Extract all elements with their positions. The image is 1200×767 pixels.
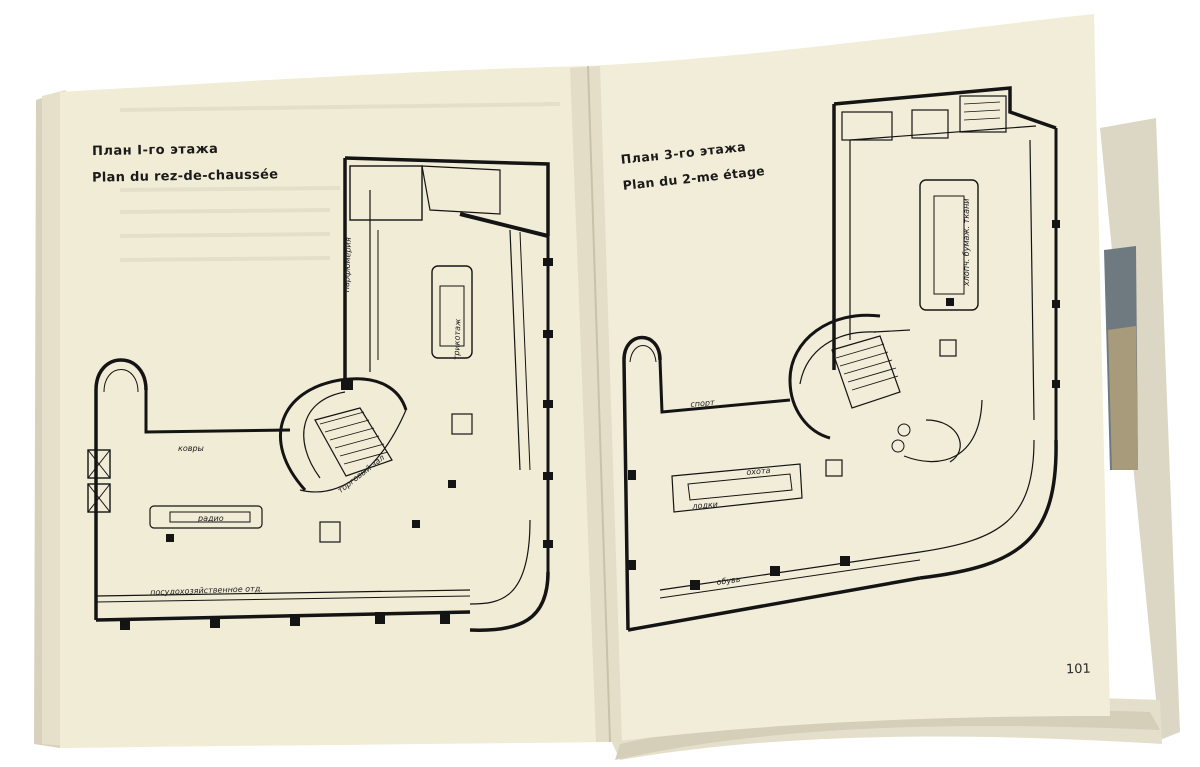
gutter-shadow <box>570 66 622 742</box>
show-through-text <box>119 102 561 262</box>
right-page <box>586 14 1110 742</box>
left-page-title-ru: План I-го этажа <box>91 141 219 160</box>
room-label-cotton: хлопч. бумаж. ткани <box>962 198 971 286</box>
page-number: 101 <box>1065 661 1092 678</box>
third-floor-plan <box>622 86 1060 632</box>
room-label-carpets: ковры <box>178 444 204 453</box>
left-page <box>60 66 612 748</box>
room-label-knitwear: трикотаж <box>452 318 463 361</box>
room-label-radio: радио <box>198 514 224 523</box>
room-label-perfumery: парфюмерия <box>342 237 353 293</box>
ground-floor-plan <box>87 156 553 632</box>
